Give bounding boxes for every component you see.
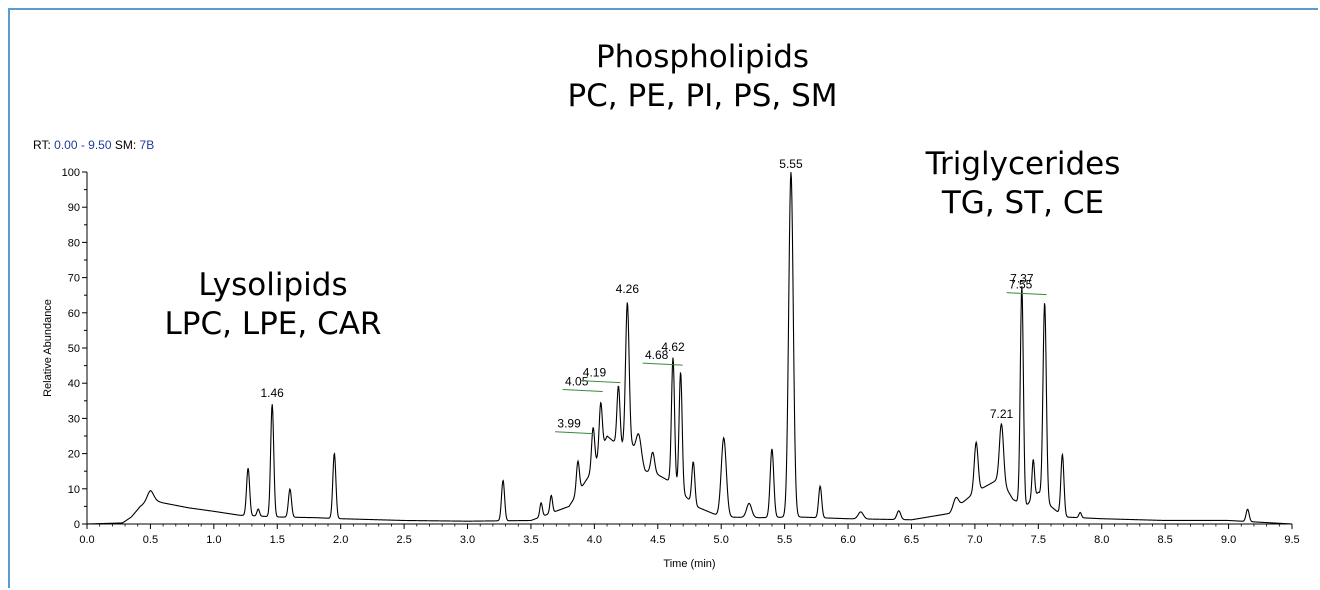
peak-label-leader: [580, 380, 621, 384]
peak-label: 4.05: [565, 374, 589, 388]
y-axis-title: Relative Abundance: [42, 299, 54, 397]
peak-label: 7.37: [1010, 271, 1034, 285]
rt-value: 0.00 - 9.50: [54, 138, 112, 152]
peak-label: 5.55: [779, 157, 803, 171]
y-tick-label: 10: [68, 484, 80, 496]
peak-label: 7.21: [990, 407, 1014, 421]
region-label-phospholipids: Phospholipids PC, PE, PI, PS, SM: [530, 38, 875, 116]
y-tick-label: 20: [68, 449, 80, 461]
peak-label: 4.26: [616, 282, 640, 296]
peak-label: 4.68: [645, 348, 669, 362]
peak-label: 7.55: [1009, 278, 1033, 292]
y-tick-label: 0: [74, 519, 80, 531]
y-tick-label: 100: [62, 167, 80, 179]
sm-label: SM:: [114, 138, 137, 152]
x-tick-label: 4.0: [587, 534, 602, 546]
x-tick-label: 9.5: [1284, 534, 1299, 546]
region-title: Triglycerides: [925, 146, 1121, 182]
x-axis-title: Time (min): [663, 558, 715, 570]
region-classes: TG, ST, CE: [941, 185, 1105, 221]
x-tick-label: 2.0: [333, 534, 348, 546]
region-title: Phospholipids: [595, 39, 810, 75]
x-tick-label: 6.0: [840, 534, 855, 546]
x-tick-label: 9.0: [1221, 534, 1236, 546]
peak-label: 4.62: [661, 340, 685, 354]
x-tick-label: 1.0: [206, 534, 221, 546]
rt-range-header: RT: 0.00 - 9.50 SM: 7B: [33, 138, 154, 152]
y-tick-label: 50: [68, 343, 80, 355]
x-tick-label: 5.5: [777, 534, 792, 546]
x-tick-label: 3.0: [460, 534, 475, 546]
x-tick-label: 7.0: [967, 534, 982, 546]
peak-label-leader: [555, 431, 596, 435]
y-tick-label: 30: [68, 413, 80, 425]
peak-label-leader: [642, 362, 683, 366]
y-tick-label: 60: [68, 308, 80, 320]
peak-label-leader: [562, 388, 603, 392]
x-tick-label: 1.5: [270, 534, 285, 546]
x-tick-label: 2.5: [396, 534, 411, 546]
x-tick-label: 8.5: [1158, 534, 1173, 546]
y-tick-label: 40: [68, 378, 80, 390]
region-classes: PC, PE, PI, PS, SM: [567, 78, 838, 114]
y-tick-label: 80: [68, 237, 80, 249]
x-tick-label: 0.0: [79, 534, 94, 546]
rt-label: RT:: [33, 138, 51, 152]
region-title: Lysolipids: [198, 267, 348, 303]
x-tick-label: 7.5: [1031, 534, 1046, 546]
chart-frame: [8, 8, 1318, 588]
x-tick-label: 5.0: [714, 534, 729, 546]
chromatogram-trace: [86, 172, 1293, 525]
x-tick-label: 3.5: [523, 534, 538, 546]
x-tick-label: 8.0: [1094, 534, 1109, 546]
peak-label: 1.46: [261, 386, 285, 400]
peak-label-leader: [1006, 292, 1047, 296]
peak-label: 3.99: [557, 417, 581, 431]
x-tick-label: 4.5: [650, 534, 665, 546]
y-tick-label: 90: [68, 202, 80, 214]
region-label-lysolipids: Lysolipids LPC, LPE, CAR: [150, 266, 396, 344]
x-tick-label: 6.5: [904, 534, 919, 546]
sm-value: 7B: [139, 138, 155, 152]
region-label-triglycerides: Triglycerides TG, ST, CE: [895, 145, 1151, 223]
region-classes: LPC, LPE, CAR: [164, 306, 382, 342]
peak-label: 4.19: [583, 366, 607, 380]
x-tick-label: 0.5: [143, 534, 158, 546]
y-tick-label: 70: [68, 273, 80, 285]
